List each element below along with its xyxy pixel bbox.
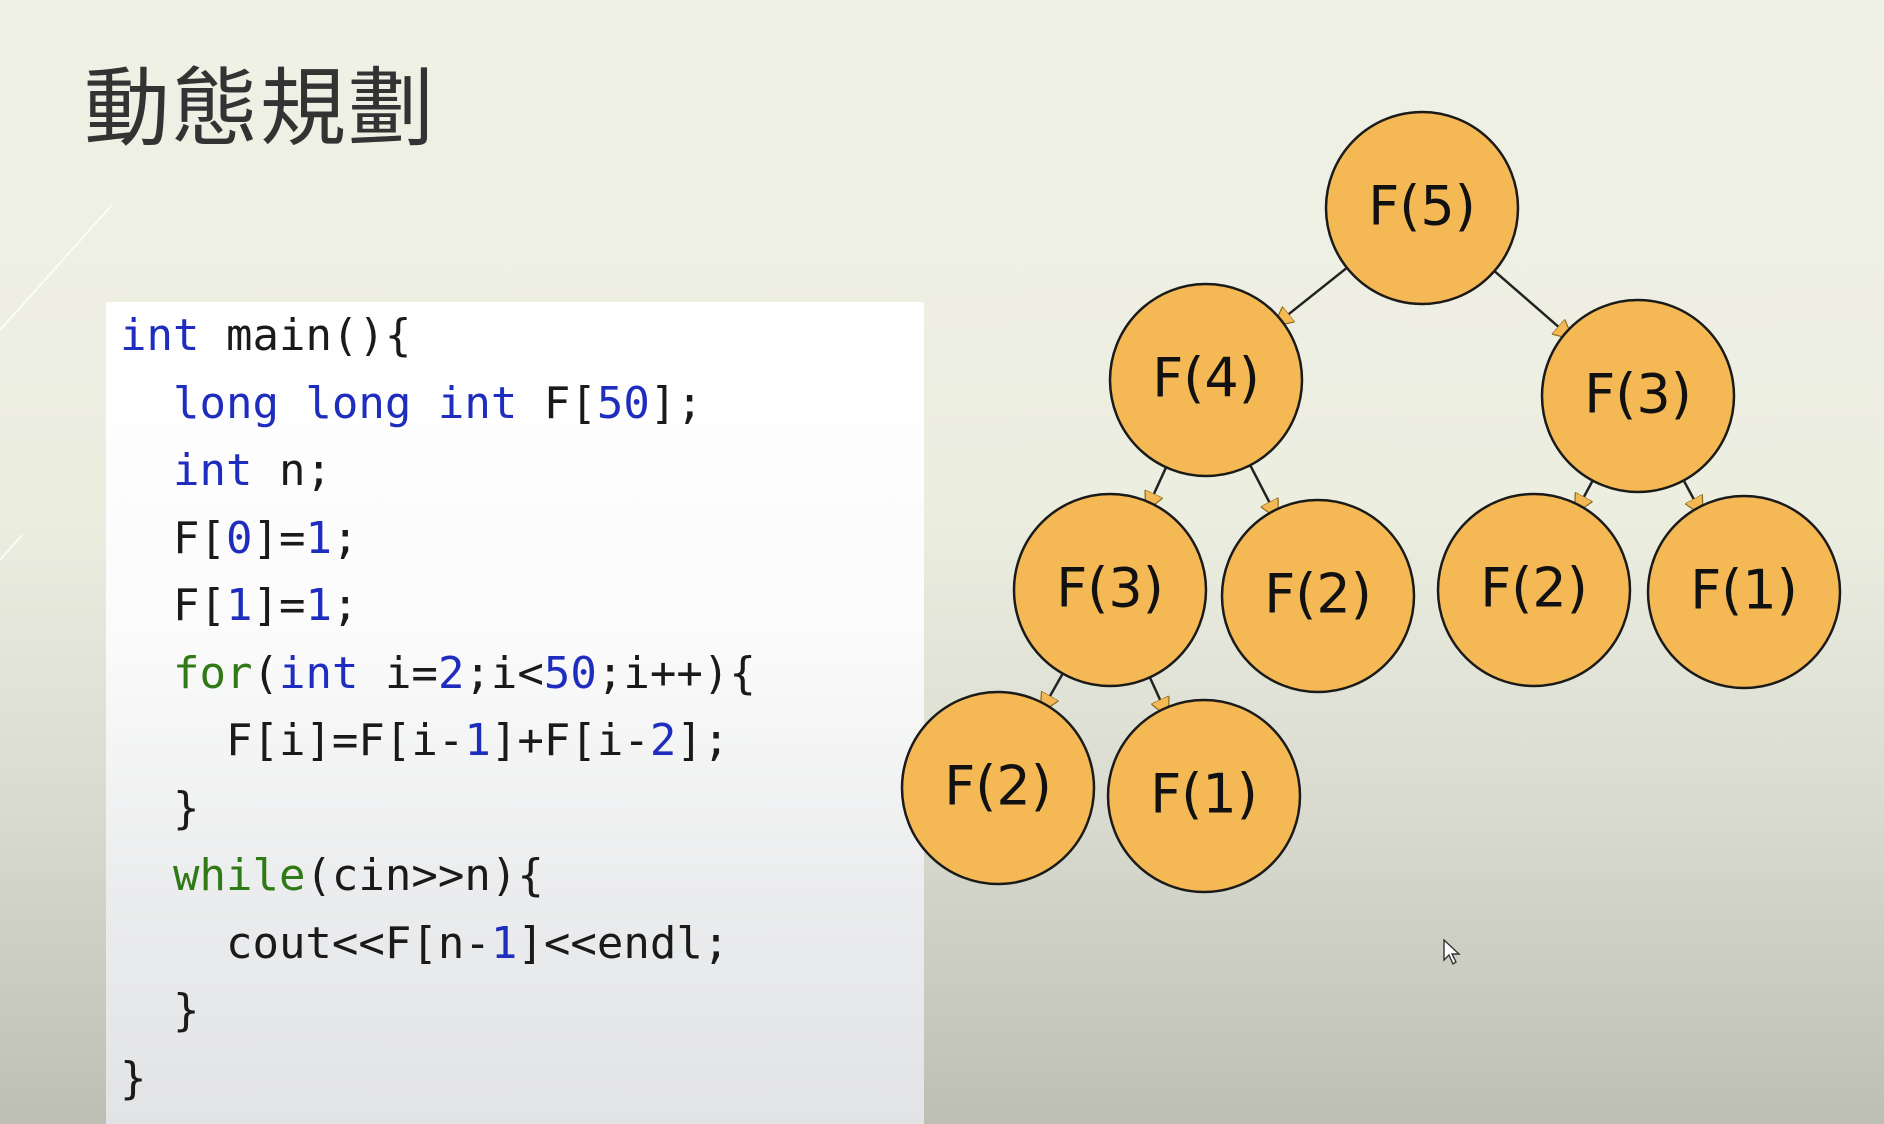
tree-node-label: F(1) bbox=[1150, 763, 1258, 826]
tree-node: F(5) bbox=[1324, 110, 1520, 306]
slide-title: 動態規劃 bbox=[84, 59, 436, 159]
code-token: ; bbox=[331, 512, 359, 564]
code-token: ; bbox=[331, 580, 359, 631]
code-token: ]= bbox=[252, 512, 306, 564]
code-token: 2 bbox=[437, 647, 465, 699]
tree-node-label: F(5) bbox=[1368, 175, 1476, 238]
tree-node-label: F(4) bbox=[1152, 347, 1260, 410]
code-token: for bbox=[172, 647, 253, 699]
code-block: int main(){ long long int F[50]; int n; … bbox=[120, 302, 756, 1112]
code-token: ;i++){ bbox=[596, 647, 756, 699]
tree-edge-n4-n2a bbox=[1249, 464, 1276, 516]
code-token: int bbox=[120, 310, 200, 361]
code-token: i= bbox=[358, 647, 438, 699]
code-token: (cin>>n){ bbox=[305, 850, 544, 901]
code-token: } bbox=[120, 1052, 147, 1104]
mouse-cursor-icon bbox=[1443, 938, 1461, 966]
tree-node-label: F(2) bbox=[1264, 563, 1372, 626]
tree-node: F(2) bbox=[1220, 498, 1416, 694]
code-line: int main(){ bbox=[120, 302, 756, 370]
code-token: 1 bbox=[464, 715, 491, 766]
tree-node-label: F(3) bbox=[1584, 363, 1692, 426]
code-token: 50 bbox=[596, 377, 650, 429]
code-token: n; bbox=[252, 445, 332, 496]
code-line: while(cin>>n){ bbox=[120, 842, 756, 910]
code-line: for(int i=2;i<50;i++){ bbox=[120, 640, 756, 708]
code-token: long long int bbox=[172, 377, 518, 429]
code-token: cout<<F[n- bbox=[120, 917, 491, 969]
tree-node-circle bbox=[1324, 110, 1520, 306]
tree-node-circle bbox=[1436, 492, 1632, 688]
code-token: F[ bbox=[517, 377, 597, 429]
tree-node: F(2) bbox=[900, 690, 1096, 886]
tree-node: F(4) bbox=[1108, 282, 1304, 478]
code-token: ]; bbox=[649, 377, 703, 429]
tree-node: F(1) bbox=[1646, 494, 1842, 690]
code-token: F[i]=F[i- bbox=[120, 715, 465, 766]
code-line: } bbox=[120, 1045, 756, 1113]
tree-nodes: F(5) F(4) F(3) F(3) F(2) F(2) F(1) F(2) F(1) bbox=[900, 110, 1842, 894]
tree-node-label: F(2) bbox=[944, 755, 1052, 818]
code-token: ]+F[i- bbox=[490, 715, 650, 766]
code-line: F[0]=1; bbox=[120, 505, 756, 573]
tree-node-label: F(2) bbox=[1480, 557, 1588, 620]
code-token: 0 bbox=[225, 512, 253, 564]
code-token: } bbox=[120, 782, 200, 834]
tree-node-circle bbox=[1106, 698, 1302, 894]
tree-node-circle bbox=[1012, 492, 1208, 688]
tree-node-circle bbox=[1108, 282, 1304, 478]
code-line: } bbox=[120, 775, 756, 843]
code-line: long long int F[50]; bbox=[120, 370, 756, 438]
code-token: 1 bbox=[305, 512, 332, 564]
code-token: int bbox=[278, 647, 359, 699]
tree-node: F(3) bbox=[1540, 298, 1736, 494]
code-token: main(){ bbox=[199, 310, 412, 361]
tree-node: F(2) bbox=[1436, 492, 1632, 688]
code-token: 2 bbox=[649, 715, 677, 766]
code-token: while bbox=[172, 850, 306, 901]
code-panel: int main(){ long long int F[50]; int n; … bbox=[106, 302, 924, 1124]
tree-node: F(3) bbox=[1012, 492, 1208, 688]
code-token: } bbox=[120, 985, 200, 1036]
code-token: ( bbox=[252, 647, 279, 699]
code-token: ]<<endl; bbox=[517, 917, 730, 969]
tree-node-circle bbox=[1220, 498, 1416, 694]
tree-edge-n4-n3a bbox=[1147, 466, 1168, 508]
code-line: int n; bbox=[120, 437, 756, 505]
tree-node-circle bbox=[900, 690, 1096, 886]
code-token: 50 bbox=[543, 647, 597, 699]
tree-edge-n5-n3b bbox=[1493, 270, 1570, 337]
code-token: 1 bbox=[305, 580, 332, 631]
code-line: } bbox=[120, 977, 756, 1045]
tree-node-label: F(1) bbox=[1690, 559, 1798, 622]
code-token: ]= bbox=[252, 580, 306, 631]
code-token: 1 bbox=[225, 580, 253, 631]
code-token: F[ bbox=[120, 512, 226, 564]
tree-node-label: F(3) bbox=[1056, 557, 1164, 620]
tree-node-circle bbox=[1540, 298, 1736, 494]
code-token: ;i< bbox=[464, 647, 544, 699]
code-line: F[1]=1; bbox=[120, 572, 756, 640]
code-token: F[ bbox=[120, 580, 226, 631]
code-token: 1 bbox=[490, 917, 518, 969]
tree-node-circle bbox=[1646, 494, 1842, 690]
code-token: int bbox=[172, 445, 253, 496]
code-line: cout<<F[n-1]<<endl; bbox=[120, 910, 756, 978]
slide-decoration-line bbox=[0, 204, 113, 561]
code-token: ]; bbox=[676, 715, 730, 766]
code-line: F[i]=F[i-1]+F[i-2]; bbox=[120, 707, 756, 775]
tree-edge-n5-n4 bbox=[1276, 266, 1348, 324]
tree-node: F(1) bbox=[1106, 698, 1302, 894]
